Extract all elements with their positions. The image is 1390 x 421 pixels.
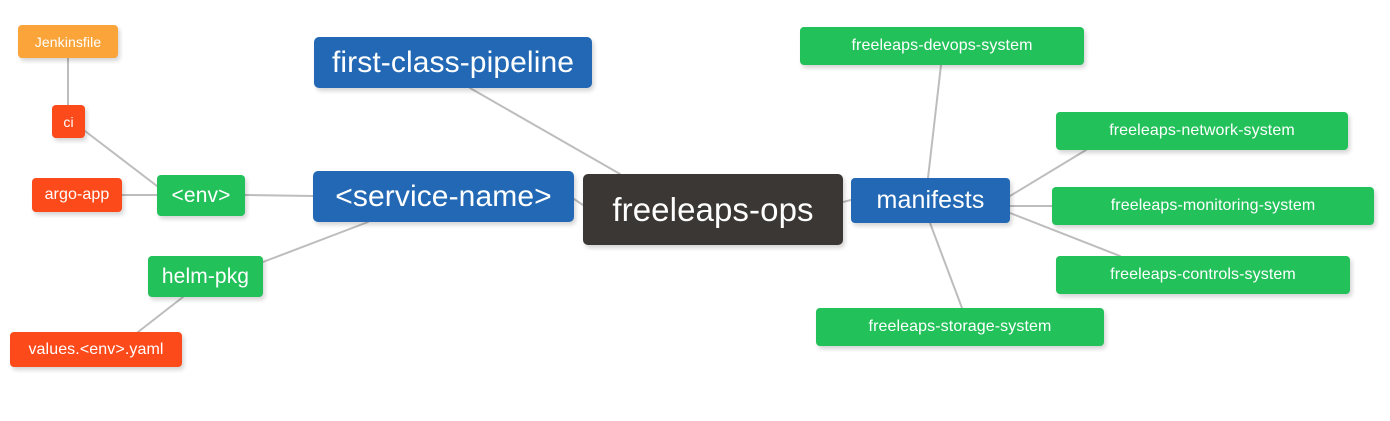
edge-freeleaps-ops-to-manifests [842, 199, 852, 203]
node-label: freeleaps-monitoring-system [1110, 197, 1316, 214]
node-freeleaps-monitoring-system[interactable]: freeleaps-monitoring-system [1052, 187, 1374, 225]
node-env[interactable]: <env> [157, 175, 245, 216]
node-label: argo-app [44, 186, 110, 203]
node-label: values.<env>.yaml [28, 340, 164, 358]
node-label: <env> [171, 184, 231, 207]
node-label: helm-pkg [161, 265, 250, 288]
node-freeleaps-controls-system[interactable]: freeleaps-controls-system [1056, 256, 1350, 294]
node-freeleaps-devops-system[interactable]: freeleaps-devops-system [800, 27, 1084, 65]
node-service-name[interactable]: <service-name> [313, 171, 574, 222]
node-label: freeleaps-ops [612, 191, 814, 228]
edge-first-class-pipeline-to-freeleaps-ops [469, 87, 621, 175]
node-label: ci [63, 113, 74, 130]
edge-service-name-to-helm-pkg [262, 221, 369, 263]
node-freeleaps-ops[interactable]: freeleaps-ops [583, 174, 843, 245]
edge-manifests-to-freeleaps-devops-system [927, 64, 942, 179]
edge-helm-pkg-to-values-yaml [137, 296, 184, 333]
edge-env-to-service-name [244, 194, 314, 197]
node-argo-app[interactable]: argo-app [32, 178, 122, 212]
edge-manifests-to-freeleaps-storage-system [929, 222, 963, 309]
node-freeleaps-network-system[interactable]: freeleaps-network-system [1056, 112, 1348, 150]
node-label: first-class-pipeline [331, 45, 575, 79]
node-label: freeleaps-network-system [1109, 122, 1295, 139]
node-manifests[interactable]: manifests [851, 178, 1010, 223]
node-label: <service-name> [335, 179, 552, 213]
node-label: manifests [876, 186, 985, 214]
node-helm-pkg[interactable]: helm-pkg [148, 256, 263, 297]
node-label: freeleaps-controls-system [1110, 266, 1296, 283]
node-label: freeleaps-devops-system [851, 37, 1033, 54]
node-first-class-pipeline[interactable]: first-class-pipeline [314, 37, 592, 88]
node-jenkinsfile[interactable]: Jenkinsfile [18, 25, 118, 58]
node-freeleaps-storage-system[interactable]: freeleaps-storage-system [816, 308, 1104, 346]
edge-service-name-to-freeleaps-ops [573, 198, 584, 206]
node-label: Jenkinsfile [34, 33, 102, 50]
node-ci[interactable]: ci [52, 105, 85, 138]
node-label: freeleaps-storage-system [868, 318, 1052, 335]
node-values-yaml[interactable]: values.<env>.yaml [10, 332, 182, 367]
